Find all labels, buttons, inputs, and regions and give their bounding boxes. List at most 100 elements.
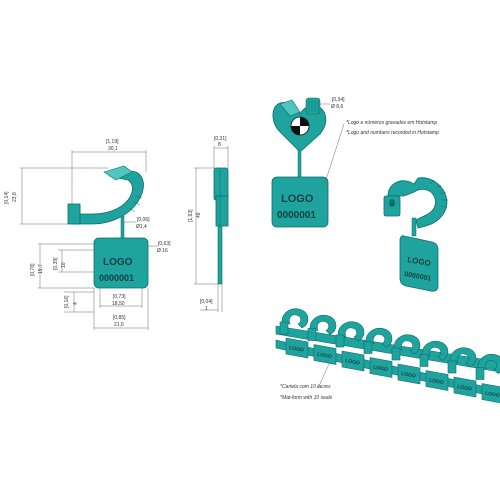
side-thick-in: [0,04]	[200, 299, 213, 305]
front-tag-number: 0000001	[99, 273, 134, 283]
mat-seal-block	[279, 321, 289, 335]
mat-seal-block	[447, 360, 457, 374]
mat-note-leader	[317, 361, 331, 389]
front-tag-w-in: [0,85]	[113, 315, 126, 321]
mat-seal-tag-logo: LOGO	[457, 384, 473, 392]
mat-seal: LOGO	[391, 334, 421, 385]
mat-seal-block	[307, 328, 317, 341]
detail-ribs	[308, 100, 319, 112]
detail-tag-number: 0000001	[277, 210, 316, 221]
mat-seal-tag	[341, 350, 365, 372]
front-tag-h-in: [0,78]	[30, 263, 36, 276]
side-stem	[217, 225, 223, 285]
front-dim-tag-top: [0,39] 10	[53, 249, 94, 273]
mat-note-pt: *Cartela com 10 lacres	[280, 384, 331, 390]
detail-note-en: *Logo and numbers recorded in Hotstamp	[346, 130, 439, 136]
mat-seal-tag	[453, 376, 477, 398]
mat-seal-hook	[365, 327, 393, 348]
front-hook-tip	[103, 165, 133, 181]
front-dim-wire: [0,06] Ø1,4	[124, 217, 150, 230]
side-dim-thickness: [0,04] 1	[200, 284, 223, 312]
mat-seal: LOGO	[363, 327, 393, 378]
side-height-mm: 49	[196, 212, 202, 218]
iso-hook-ribs	[429, 179, 448, 209]
front-hole-mm: Ø 16	[157, 248, 168, 254]
front-dim-tag-bottom: [0,16] 4	[64, 291, 94, 313]
mat-seal-hook	[309, 314, 337, 335]
front-view: LOGO 0000001 [1,19] 30,1 [0,14] 23,8 [0,…	[4, 139, 171, 330]
iso-view: LOGO 0000001	[383, 177, 448, 292]
iso-tag-number: 0000001	[404, 271, 432, 283]
detail-note-leader	[323, 123, 345, 187]
side-dim-height: [1,93] 49	[188, 167, 218, 285]
front-tag-h-mm: 19,7	[38, 264, 44, 274]
detail-dim-mm: Ø 8,6	[331, 104, 343, 110]
detail-view: LOGO 0000001 [0,34] Ø 8,6 *Logo e número…	[271, 97, 439, 228]
mat-seal: LOGO	[335, 321, 365, 372]
mat-seal: LOGO	[307, 314, 337, 365]
detail-ribs-block	[305, 97, 321, 115]
side-hook	[213, 167, 229, 201]
front-dim-height: [0,14] 23,8	[4, 167, 108, 225]
side-dim-width: [0,31] 8	[213, 136, 229, 168]
detail-target-icon	[290, 116, 310, 136]
mat-seal: LOGO	[447, 347, 477, 398]
side-view: [0,31] 8 [1,93] 49 [0,04] 1	[188, 136, 229, 312]
detail-tag-logo: LOGO	[281, 193, 314, 205]
iso-tag	[399, 235, 439, 292]
front-dim-tag-width: [0,85] 21,6	[93, 288, 149, 330]
mat-seal-tag-logo: LOGO	[373, 365, 389, 373]
mat-seal-block	[419, 354, 429, 367]
mat-seal: LOGO	[419, 340, 449, 391]
front-height-mm: 23,8	[12, 192, 18, 202]
front-tag-bot-mm: 4	[73, 302, 79, 305]
detail-note-pt: *Logo e números gravados em Hotstamp	[346, 120, 437, 126]
iso-lock-hole	[389, 199, 395, 207]
mat-seal-hook	[337, 321, 365, 342]
mat-seal-tag	[313, 344, 337, 365]
front-wire-in: [0,06]	[137, 217, 150, 223]
mat-seal-tag-logo: LOGO	[289, 345, 305, 353]
iso-stem	[411, 217, 417, 237]
front-wire	[120, 215, 125, 239]
front-tag-inner-in: [0,73]	[113, 294, 126, 300]
detail-hook-knob	[279, 99, 301, 117]
mat-note-en: *Mat-form with 10 seals	[280, 395, 333, 401]
side-lock	[215, 195, 229, 227]
mat-seal: LOGO	[475, 353, 500, 404]
mat-seal-tag	[481, 383, 500, 404]
detail-stem	[297, 149, 302, 179]
mat-seal-tag-logo: LOGO	[401, 371, 417, 379]
side-height-in: [1,93]	[188, 209, 194, 222]
front-hook-body	[71, 169, 144, 225]
front-dim-width: [1,19] 30,1	[71, 139, 147, 204]
detail-dim-in: [0,34]	[332, 97, 345, 103]
mat-seal-hook	[281, 308, 309, 329]
front-tag-top-in: [0,39]	[53, 257, 59, 270]
mat-seal-tag-logo: LOGO	[485, 391, 500, 399]
side-width-mm: 8	[218, 142, 221, 148]
mat-seal-block	[363, 341, 373, 354]
iso-hook	[387, 177, 448, 229]
front-tag-w-mm: 21,6	[114, 322, 124, 328]
front-tag-top-mm: 10	[61, 262, 67, 268]
mat-seal-hook	[421, 340, 449, 361]
mat-seal-block	[391, 347, 401, 361]
mat-seal-tag	[397, 363, 421, 385]
side-width-in: [0,31]	[214, 136, 227, 142]
front-tag	[93, 237, 149, 289]
front-wire-mm: Ø1,4	[136, 224, 147, 230]
detail-tag	[271, 176, 329, 228]
front-hole-in: [0,63]	[158, 241, 171, 247]
mat-seal-hook	[393, 334, 421, 355]
mat-seal-tag-logo: LOGO	[429, 378, 445, 386]
front-height-in: [0,14]	[4, 191, 10, 204]
front-width-mm: 30,1	[108, 146, 118, 152]
mat-seal: LOGO	[279, 308, 309, 359]
mat-seal-tag	[425, 370, 449, 391]
mat-seal-block	[475, 367, 485, 380]
front-width-in: [1,19]	[106, 139, 119, 145]
mat-seal-tag-logo: LOGO	[345, 358, 361, 366]
mat-seal-tag	[369, 357, 393, 378]
